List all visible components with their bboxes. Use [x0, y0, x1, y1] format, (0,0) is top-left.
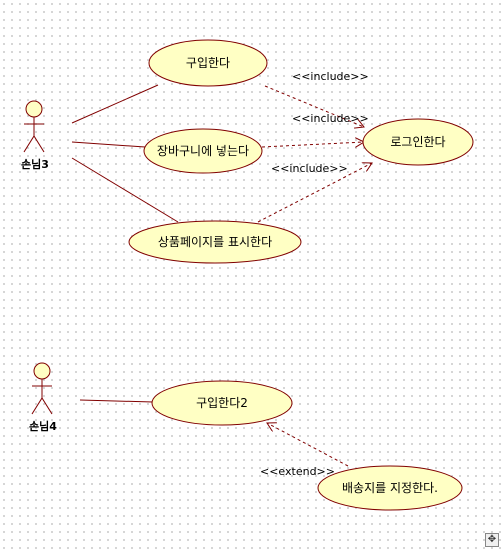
usecase-label: 구입한다	[186, 56, 230, 70]
actor-leg-right	[41, 397, 53, 415]
actor-customer3[interactable]: 손님3	[21, 100, 49, 171]
actor-head	[33, 362, 51, 380]
actor-customer4[interactable]: 손님4	[29, 362, 57, 433]
actor-leg-left	[23, 135, 35, 153]
usecase-set-shipping[interactable]: 배송지를 지정한다.	[317, 465, 463, 511]
usecase-buy[interactable]: 구입한다	[148, 39, 268, 87]
usecase-label: 상품페이지를 표시한다	[158, 235, 272, 249]
usecase-label: 로그인한다	[390, 135, 445, 149]
actor-head	[25, 100, 43, 118]
extend-label: <<extend>>	[260, 465, 335, 478]
usecase-label: 장바구니에 넣는다	[157, 144, 249, 158]
association-a3-cart[interactable]	[71, 141, 146, 148]
actor-name: 손님3	[21, 157, 49, 171]
usecase-buy2[interactable]: 구입한다2	[151, 380, 293, 426]
usecase-label: 구입한다2	[196, 396, 248, 410]
usecase-login[interactable]: 로그인한다	[362, 118, 474, 166]
extend-shipping-buy2[interactable]	[267, 423, 349, 467]
move-icon[interactable]: ✥	[485, 533, 499, 547]
association-a4-buy2[interactable]	[79, 399, 154, 403]
usecase-show-product-page[interactable]: 상품페이지를 표시한다	[128, 220, 302, 264]
usecase-label: 배송지를 지정한다.	[342, 481, 438, 495]
association-a3-product-page[interactable]	[71, 157, 179, 223]
association-a3-buy[interactable]	[71, 84, 159, 124]
include-cart-login[interactable]	[261, 142, 364, 148]
actor-leg-right	[33, 135, 45, 153]
actor-leg-left	[31, 397, 43, 415]
include-label-3: <<include>>	[271, 162, 348, 175]
include-label-2: <<include>>	[292, 112, 369, 125]
usecase-add-to-cart[interactable]: 장바구니에 넣는다	[143, 128, 263, 174]
actor-name: 손님4	[29, 419, 57, 433]
include-label-1: <<include>>	[292, 70, 369, 83]
